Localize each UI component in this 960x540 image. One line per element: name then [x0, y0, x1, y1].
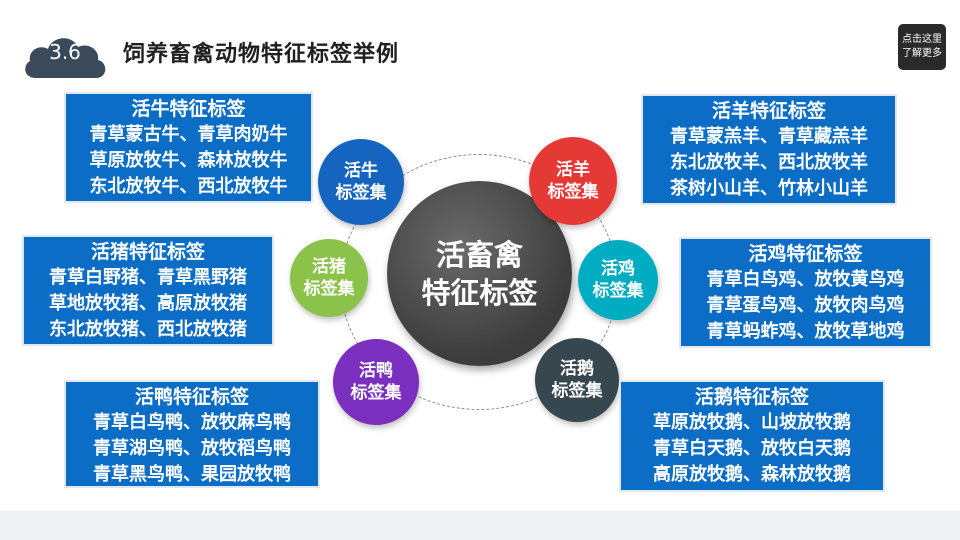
node-chicken-line-1: 活鸡 [601, 259, 635, 279]
tag-box-cattle-title: 活牛特征标签 [131, 98, 246, 120]
tag-box-sheep-line: 青草蒙羔羊、青草藏羔羊 [670, 126, 868, 147]
node-chicken: 活鸡 标签集 [578, 240, 658, 320]
node-sheep: 活羊 标签集 [529, 137, 617, 225]
tag-box-goose: 活鹅特征标签 草原放牧鹅、山坡放牧鹅 青草白天鹅、放牧白天鹅 高原放牧鹅、森林放… [619, 380, 885, 492]
tag-box-sheep: 活羊特征标签 青草蒙羔羊、青草藏羔羊 东北放牧羊、西北放牧羊 茶树小山羊、竹林小… [641, 94, 897, 205]
node-cattle-line-2: 标签集 [335, 183, 387, 203]
tag-box-pig-line: 东北放牧猪、西北放牧猪 [49, 319, 247, 340]
node-chicken-line-2: 标签集 [592, 281, 644, 301]
center-hub-line-1: 活畜禽 [435, 237, 523, 272]
section-number: 3.6 [49, 40, 81, 64]
tag-box-cattle-line: 青草蒙古牛、青草肉奶牛 [89, 124, 288, 145]
tag-box-duck-line: 青草湖鸟鸭、放牧稻鸟鸭 [93, 438, 291, 459]
tag-box-duck-title: 活鸭特征标签 [134, 386, 249, 408]
node-cattle: 活牛 标签集 [318, 139, 404, 225]
node-goose: 活鹅 标签集 [535, 338, 619, 422]
bottom-bar [0, 511, 960, 540]
node-duck-line-1: 活鸭 [359, 361, 393, 381]
tag-box-duck: 活鸭特征标签 青草白鸟鸭、放牧麻鸟鸭 青草湖鸟鸭、放牧稻鸟鸭 青草黑鸟鸭、果园放… [64, 380, 320, 488]
section-number-cloud: 3.6 [22, 30, 108, 80]
node-goose-line-2: 标签集 [551, 381, 603, 401]
node-duck: 活鸭 标签集 [333, 339, 419, 425]
node-duck-line-2: 标签集 [350, 383, 402, 403]
tag-box-pig-line: 青草白野猪、青草黑野猪 [49, 267, 247, 288]
tag-box-duck-line: 青草黑鸟鸭、果园放牧鸭 [93, 464, 291, 485]
node-pig-line-2: 标签集 [303, 279, 355, 299]
node-goose-line-1: 活鹅 [560, 359, 594, 379]
node-sheep-line-2: 标签集 [547, 182, 599, 202]
learn-more-button[interactable]: 点击这里 了解更多 [898, 24, 946, 70]
page-title: 饲养畜禽动物特征标签举例 [123, 42, 400, 67]
learn-more-line-2: 了解更多 [902, 48, 942, 59]
tag-box-goose-line: 青草白天鹅、放牧白天鹅 [653, 438, 851, 459]
tag-box-chicken-line: 青草蛋鸟鸡、放牧肉鸟鸡 [706, 295, 905, 316]
node-pig-line-1: 活猪 [312, 257, 346, 277]
tag-box-sheep-title: 活羊特征标签 [711, 100, 826, 122]
tag-box-goose-line: 高原放牧鹅、森林放牧鹅 [653, 464, 851, 485]
tag-box-pig-title: 活猪特征标签 [90, 241, 205, 263]
cloud-icon [25, 38, 106, 78]
node-sheep-line-1: 活羊 [556, 160, 590, 180]
tag-box-pig-line: 草地放牧猪、高原放牧猪 [49, 293, 247, 314]
learn-more-line-1: 点击这里 [902, 34, 942, 45]
tag-box-sheep-line: 东北放牧羊、西北放牧羊 [670, 152, 868, 173]
tag-box-duck-line: 青草白鸟鸭、放牧麻鸟鸭 [93, 412, 291, 433]
tag-box-cattle-line: 草原放牧牛、森林放牧牛 [89, 150, 288, 171]
tag-box-chicken-line: 青草白鸟鸡、放牧黄鸟鸡 [706, 269, 905, 290]
tag-box-goose-line: 草原放牧鹅、山坡放牧鹅 [653, 412, 851, 433]
tag-box-pig: 活猪特征标签 青草白野猪、青草黑野猪 草地放牧猪、高原放牧猪 东北放牧猪、西北放… [22, 235, 274, 346]
tag-box-chicken-line: 青草蚂蚱鸡、放牧草地鸡 [706, 321, 905, 342]
node-cattle-line-1: 活牛 [344, 161, 378, 181]
tag-box-sheep-line: 茶树小山羊、竹林小山羊 [670, 178, 868, 199]
tag-box-goose-title: 活鹅特征标签 [694, 386, 809, 408]
tag-box-chicken-title: 活鸡特征标签 [748, 243, 863, 265]
tag-box-cattle-line: 东北放牧牛、西北放牧牛 [89, 176, 288, 197]
tag-box-chicken: 活鸡特征标签 青草白鸟鸡、放牧黄鸟鸡 青草蛋鸟鸡、放牧肉鸟鸡 青草蚂蚱鸡、放牧草… [679, 237, 932, 348]
node-pig: 活猪 标签集 [290, 239, 368, 317]
tag-box-cattle: 活牛特征标签 青草蒙古牛、青草肉奶牛 草原放牧牛、森林放牧牛 东北放牧牛、西北放… [64, 92, 313, 203]
center-hub-line-2: 特征标签 [421, 275, 538, 310]
